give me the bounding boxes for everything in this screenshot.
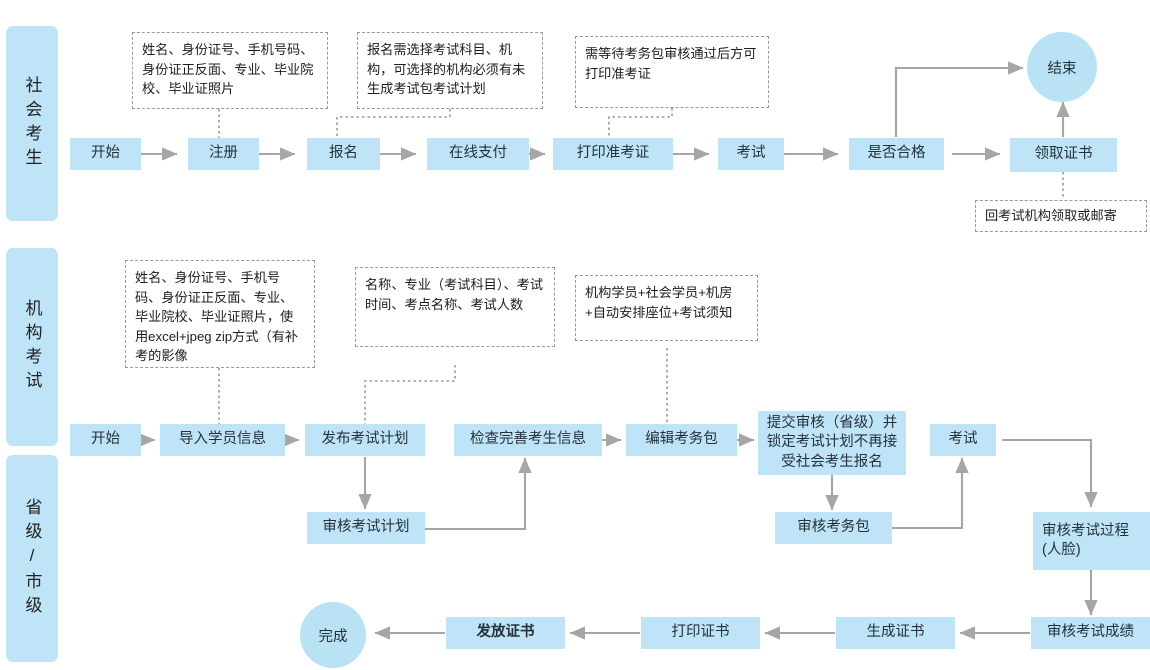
lane-label-province: 省级/市级 [6, 455, 58, 662]
node-province-audit-pack[interactable]: 审核考务包 [775, 512, 892, 544]
note-import-student-fields: 姓名、身份证号、手机号码、身份证正反面、专业、毕业院校、毕业证照片，使用exce… [125, 260, 315, 368]
node-province-generate-certificate[interactable]: 生成证书 [836, 617, 955, 649]
note-register-fields: 姓名、身份证号、手机号码、身份证正反面、专业、毕业院校、毕业证照片 [132, 32, 328, 109]
node-social-exam[interactable]: 考试 [718, 138, 784, 170]
node-social-end[interactable]: 结束 [1027, 32, 1097, 102]
lane-label-institute: 机构考试 [6, 248, 58, 446]
node-social-print-admission[interactable]: 打印准考证 [553, 138, 673, 170]
arrow-auditplan-to-check [425, 457, 532, 531]
node-social-start[interactable]: 开始 [70, 138, 141, 170]
node-social-register[interactable]: 注册 [188, 138, 259, 170]
note-apply-rules: 报名需选择考试科目、机构，可选择的机构必须有未生成考试包考试计划 [357, 32, 543, 109]
node-social-apply[interactable]: 报名 [307, 138, 380, 170]
node-province-audit-process-face[interactable]: 审核考试过程(人脸) [1033, 512, 1150, 570]
node-social-online-pay[interactable]: 在线支付 [427, 138, 529, 170]
note-exam-pack-contents: 机构学员+社会学员+机房+自动安排座位+考试须知 [575, 275, 758, 341]
arrow-iexam-to-auditprocess [1002, 438, 1098, 508]
leader-note-apply [336, 109, 451, 138]
node-social-pass-check[interactable]: 是否合格 [849, 138, 944, 170]
arrow-auditpack-to-iexam [892, 457, 969, 530]
node-institute-import-students[interactable]: 导入学员信息 [160, 424, 285, 456]
leader-note-print [608, 108, 673, 138]
node-province-issue-certificate[interactable]: 发放证书 [446, 617, 565, 649]
lane-label-social: 社会考生 [6, 26, 58, 221]
leader-note-publish [364, 365, 456, 424]
node-institute-exam[interactable]: 考试 [930, 424, 996, 456]
node-province-audit-plan[interactable]: 审核考试计划 [307, 512, 425, 544]
node-province-print-certificate[interactable]: 打印证书 [641, 617, 760, 649]
note-getcert-method: 回考试机构领取或邮寄 [975, 200, 1147, 232]
node-institute-check-candidates[interactable]: 检查完善考生信息 [454, 424, 602, 456]
node-institute-start[interactable]: 开始 [70, 424, 141, 456]
node-province-finish[interactable]: 完成 [300, 602, 366, 668]
node-social-get-certificate[interactable]: 领取证书 [1010, 138, 1117, 172]
node-institute-submit-audit-lock[interactable]: 提交审核（省级）并锁定考试计划不再接受社会考生报名 [758, 411, 906, 475]
arrow-pass-to-end [894, 61, 1024, 137]
node-province-audit-score[interactable]: 审核考试成绩 [1031, 617, 1150, 649]
note-print-condition: 需等待考务包审核通过后方可打印准考证 [575, 36, 769, 108]
node-institute-edit-exam-pack[interactable]: 编辑考务包 [626, 424, 737, 456]
note-publish-plan-fields: 名称、专业（考试科目）、考试时间、考点名称、考试人数 [355, 267, 555, 347]
node-institute-publish-plan[interactable]: 发布考试计划 [305, 424, 425, 456]
